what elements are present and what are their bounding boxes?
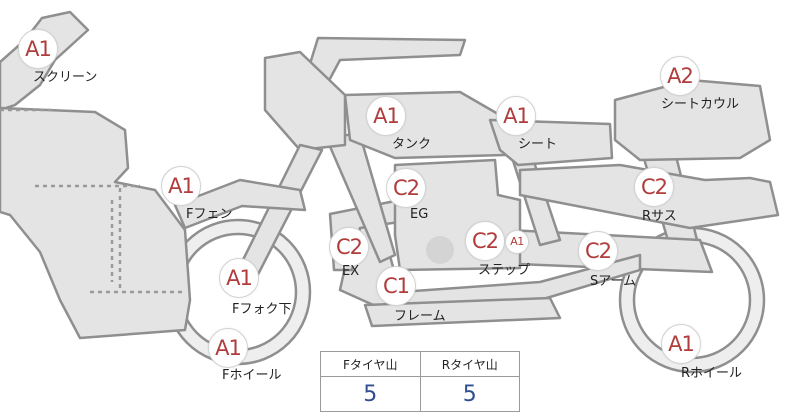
seat-cowl-shape	[613, 78, 772, 162]
frame-lower-shape	[363, 296, 562, 328]
rear-tire-value: 5	[419, 376, 520, 412]
tire-tread-table: Fタイヤ山 Rタイヤ山 5 5	[320, 351, 520, 412]
headlight-shape	[263, 50, 347, 152]
grade-badge: A1	[366, 96, 406, 136]
rear-tire-header: Rタイヤ山	[419, 351, 520, 377]
part-label: Rホイール	[681, 366, 743, 381]
grade-badge: C1	[376, 266, 416, 306]
part-label: Fフォク下	[232, 302, 292, 317]
part-label: スクリーン	[33, 70, 98, 85]
grade-badge: C2	[634, 167, 674, 207]
part-label: シートカウル	[661, 97, 740, 112]
grade-badge: A1	[219, 258, 259, 298]
cowl-shape	[0, 106, 192, 340]
part-label: タンク	[392, 137, 432, 152]
grade-badge: C2	[386, 168, 426, 208]
grade-badge: A1	[496, 96, 536, 136]
part-label: EG	[410, 207, 429, 222]
part-label: Fホイール	[222, 368, 282, 383]
grade-badge: C2	[329, 227, 369, 267]
grade-badge: A1	[661, 324, 701, 364]
grade-badge-secondary: A1	[505, 230, 529, 254]
part-label: ステップ	[478, 263, 531, 278]
part-label: Sアーム	[590, 274, 637, 289]
grade-badge: A1	[161, 166, 201, 206]
tire-tread-value-row: 5 5	[320, 376, 520, 412]
front-tire-header: Fタイヤ山	[320, 351, 421, 377]
engine-cover	[426, 236, 454, 264]
front-tire-value: 5	[320, 376, 421, 412]
tire-tread-header-row: Fタイヤ山 Rタイヤ山	[320, 351, 520, 377]
grade-badge: A1	[18, 29, 58, 69]
part-label: Rサス	[642, 209, 677, 224]
part-label: フレーム	[394, 309, 446, 324]
grade-badge: C2	[465, 221, 505, 261]
grade-badge: A2	[660, 56, 700, 96]
part-label: シート	[518, 137, 558, 152]
grade-badge: C2	[578, 231, 618, 271]
part-label: Fフェン	[186, 207, 233, 222]
grade-badge: A1	[208, 328, 248, 368]
part-label: EX	[342, 264, 360, 279]
